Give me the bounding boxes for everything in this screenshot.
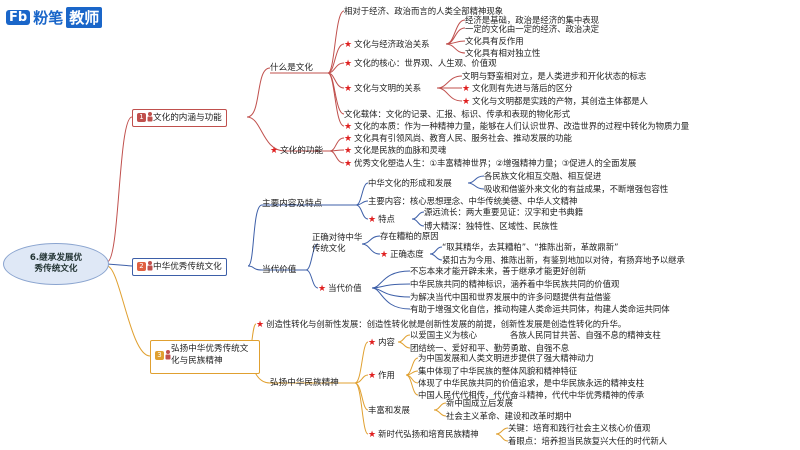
civ-sub-2: ★文化则有先进与落后的区分 bbox=[462, 83, 573, 94]
econ-sub-2: 一定的文化由一定的经济、政治决定 bbox=[465, 24, 599, 34]
star-icon: ★ bbox=[256, 320, 265, 330]
func-sub-2: ★文化是民族的血脉和灵魂 bbox=[344, 145, 447, 156]
brand-edu: 教师 bbox=[66, 6, 103, 28]
star-icon: ★ bbox=[344, 122, 353, 132]
attitude-sub-2: 紧扣古为今用、推陈出新，有鉴别地加以对待，有扬弃地予以继承 bbox=[442, 255, 685, 265]
star-icon: ★ bbox=[368, 338, 377, 348]
fengfu-sub-2: 社会主义革命、建设和改革时期中 bbox=[446, 411, 572, 421]
content-traits-node: 主要内容及特点 bbox=[262, 199, 323, 209]
correct-attitude-node: 正确对待中华传统文化 bbox=[312, 232, 363, 253]
zuoyong-sub-1: 为中国发展和人类文明进步提供了强大精神动力 bbox=[418, 353, 594, 363]
traits-sub-2: 博大精深：独特性、区域性、民族性 bbox=[424, 221, 558, 231]
carrier-node: 文化载体：文化的记录、汇报、标识、传承和表现的物化形式 bbox=[344, 109, 571, 119]
star-icon: ★ bbox=[270, 146, 279, 156]
econ-sub-4: 文化具有相对独立性 bbox=[465, 48, 541, 58]
value-node: 当代价值 bbox=[262, 265, 297, 275]
traits-node: ★特点 bbox=[368, 214, 395, 225]
star-icon: ★ bbox=[344, 59, 353, 69]
econ-politics-node: ★文化与经济政治关系 bbox=[344, 39, 430, 50]
xinshidai-sub-1: 关键：培育和践行社会主义核心价值观 bbox=[508, 423, 651, 433]
neirong-node: ★内容 bbox=[368, 337, 395, 348]
formation-node: 中华文化的形成和发展 bbox=[368, 178, 452, 188]
neirong-sub-3: 团结统一、爱好和平、勤劳勇敢、自强不息 bbox=[410, 343, 570, 353]
contemporary-sub-4: 有助于增强文化自信，推动构建人类命运共同体，构建人类命运共同体 bbox=[410, 304, 670, 314]
star-icon: ★ bbox=[344, 40, 353, 50]
function-node: ★文化的功能 bbox=[270, 146, 324, 156]
neirong-sub-1: 以爱国主义为核心 bbox=[410, 330, 477, 340]
branch-number-2: 2 bbox=[137, 262, 146, 271]
star-icon: ★ bbox=[368, 215, 377, 225]
main-branch-1[interactable]: 1 文化的内涵与功能 bbox=[132, 109, 227, 127]
contemporary-sub-2: 中华民族共同的精神标识，涵养着中华民族共同的价值观 bbox=[410, 279, 620, 289]
fengfu-node: 丰富和发展 bbox=[368, 405, 410, 415]
econ-sub-3: 文化具有反作用 bbox=[465, 36, 524, 46]
brand-name: 粉笔 bbox=[33, 8, 64, 27]
top-note: 相对于经济、政治而言的人类全部精神现象 bbox=[344, 6, 504, 16]
formation-sub-1: 各民族文化相互交融、相互促进 bbox=[484, 171, 602, 181]
func-sub-3: ★优秀文化塑造人生：①丰富精神世界；②增强精神力量；③促进人的全面发展 bbox=[344, 158, 637, 169]
person-icon bbox=[147, 112, 153, 122]
xinshidai-sub-2: 着眼点：培养担当民族复兴大任的时代新人 bbox=[508, 436, 668, 446]
main-branch-2[interactable]: 2 中华优秀传统文化 bbox=[132, 258, 227, 276]
branch-number-1: 1 bbox=[137, 113, 146, 122]
star-icon: ★ bbox=[368, 371, 377, 381]
branch-number-3: 3 bbox=[155, 351, 164, 360]
what-is-culture-node: 什么是文化 bbox=[270, 63, 313, 73]
main-content-node: 主要内容：核心思想理念、中华传统美德、中华人文精神 bbox=[368, 196, 578, 206]
star-icon: ★ bbox=[462, 84, 471, 94]
correct-attitude-leaf: ★正确态度 bbox=[380, 249, 424, 260]
star-icon: ★ bbox=[318, 284, 327, 294]
attitude-sub-1: “取其精华，去其糟粕”、“推陈出新，革故鼎新” bbox=[442, 242, 619, 252]
person-icon bbox=[147, 261, 153, 271]
zuoyong-sub-3: 体现了中华民族共同的价值追求，是中华民族永远的精神支柱 bbox=[418, 378, 645, 388]
star-icon: ★ bbox=[380, 250, 389, 260]
person-icon bbox=[165, 350, 171, 360]
root-line-1: 6.继承发展优 bbox=[29, 253, 83, 263]
main-branch-3[interactable]: 3 弘扬中华优秀传统文化与民族精神 bbox=[150, 340, 260, 374]
contemporary-node: ★当代价值 bbox=[318, 283, 362, 294]
civ-sub-1: 文明与野蛮相对立，是人类进步和开化状态的标志 bbox=[462, 71, 647, 81]
civ-sub-3: ★文化与文明都是实践的产物，其创造主体都是人 bbox=[462, 96, 648, 107]
neirong-sub-2: 各族人民同甘共苦、自强不息的精神支柱 bbox=[510, 330, 661, 340]
zuoyong-sub-4: 中国人民代代相传，代代奋斗精神，代代中华优秀精神的传承 bbox=[418, 390, 645, 400]
essence-node: ★文化的本质：作为一种精神力量，能够在人们认识世界、改造世界的过程中转化为物质力… bbox=[344, 121, 690, 132]
star-icon: ★ bbox=[344, 84, 353, 94]
main-branch-2-label: 中华优秀传统文化 bbox=[153, 262, 222, 272]
star-icon: ★ bbox=[344, 134, 353, 144]
star-icon: ★ bbox=[462, 97, 471, 107]
contemporary-sub-1: 不忘本来才能开辟未来，善于继承才能更好创新 bbox=[410, 266, 586, 276]
star-icon: ★ bbox=[344, 159, 353, 169]
func-sub-1: ★文化具有引领风尚、教育人民、服务社会、推动发展的功能 bbox=[344, 133, 572, 144]
creative-transform-node: ★创造性转化与创新性发展：创造性转化就是创新性发展的前提，创新性发展是创造性转化… bbox=[256, 319, 627, 330]
star-icon: ★ bbox=[344, 146, 353, 156]
brand-logo: Fb 粉笔 教师 bbox=[6, 6, 103, 28]
xinshidai-node: ★新时代弘扬和培育民族精神 bbox=[368, 429, 479, 440]
root-line-2: 秀传统文化 bbox=[34, 264, 78, 274]
formation-sub-2: 吸收和借鉴外来文化的有益成果，不断增强包容性 bbox=[484, 184, 669, 194]
contemporary-sub-3: 为解决当代中国和世界发展中的许多问题提供有益借鉴 bbox=[410, 292, 611, 302]
main-branch-1-label: 文化的内涵与功能 bbox=[153, 113, 222, 123]
star-icon: ★ bbox=[368, 430, 377, 440]
national-spirit-node: 弘扬中华民族精神 bbox=[270, 378, 339, 388]
civ-node: ★文化与文明的关系 bbox=[344, 83, 422, 94]
main-branch-3-label: 弘扬中华优秀传统文化与民族精神 bbox=[171, 344, 249, 366]
zuoyong-sub-2: 集中体现了中华民族的整体风貌和精神特征 bbox=[418, 366, 578, 376]
root-node[interactable]: 6.继承发展优秀传统文化 bbox=[3, 243, 109, 285]
econ-sub-1: 经济是基础，政治是经济的集中表现 bbox=[465, 15, 599, 25]
zuoyong-node: ★作用 bbox=[368, 370, 395, 381]
dross-reason-node: 存在糟粕的原因 bbox=[380, 231, 439, 241]
core-node: ★文化的核心：世界观、人生观、价值观 bbox=[344, 58, 497, 69]
brand-fb-mark: Fb bbox=[6, 9, 31, 25]
traits-sub-1: 源远流长：两大重要见证：汉字和史书典籍 bbox=[424, 207, 584, 217]
fengfu-sub-1: 新中国成立后发展 bbox=[446, 398, 513, 408]
